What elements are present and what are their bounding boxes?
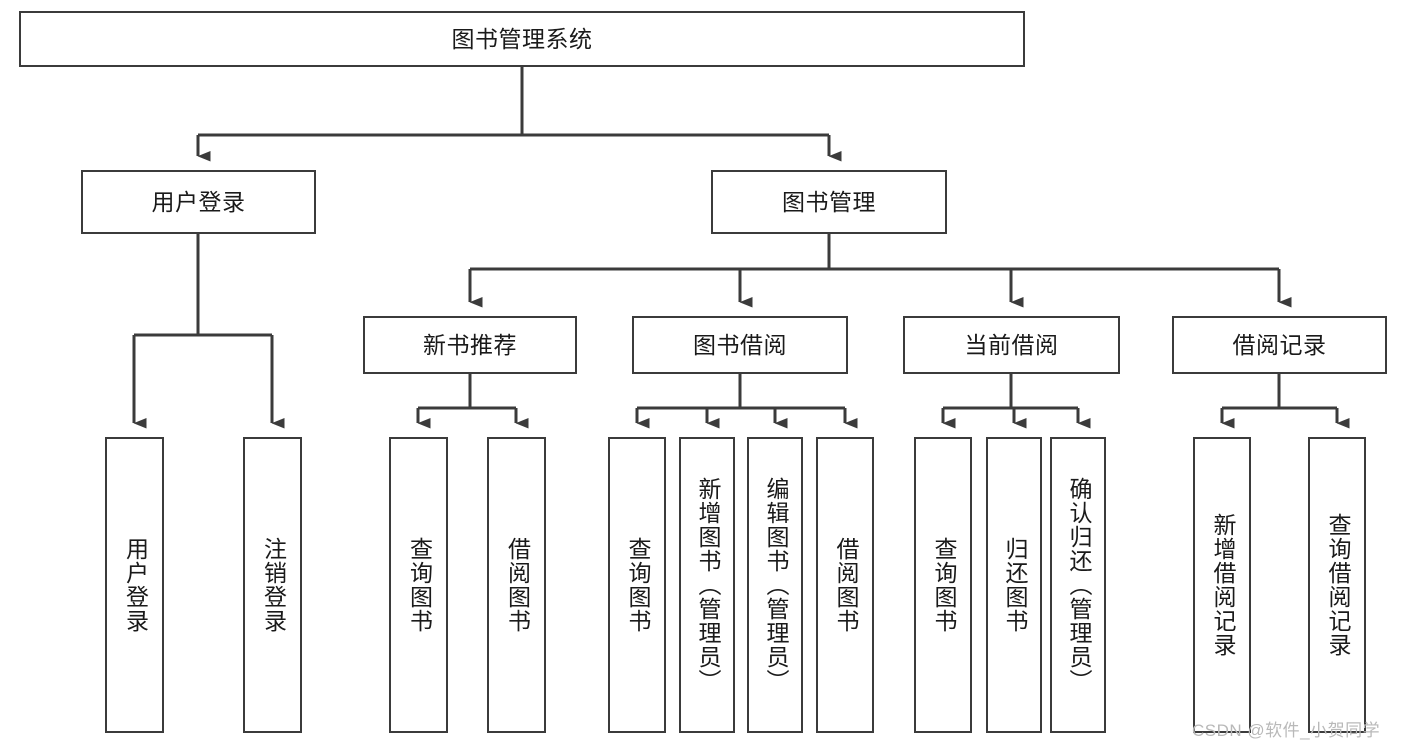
node-leaf-borrow-book-recommend[interactable]: 借阅图书 [487, 437, 546, 733]
node-leaf-user-login[interactable]: 用户登录 [105, 437, 164, 733]
node-label: 用户登录 [151, 188, 246, 215]
node-label: 归还图书 [1001, 537, 1028, 633]
node-borrow-record[interactable]: 借阅记录 [1172, 316, 1387, 374]
node-leaf-logout[interactable]: 注销登录 [243, 437, 302, 733]
node-label: 注销登录 [260, 537, 287, 633]
node-label: 图书管理系统 [451, 25, 593, 52]
node-leaf-query-borrow-record[interactable]: 查询借阅记录 [1308, 437, 1366, 733]
node-leaf-query-book-borrow[interactable]: 查询图书 [608, 437, 666, 733]
node-label: 图书借阅 [693, 331, 787, 358]
node-label: 用户登录 [122, 537, 149, 633]
node-label: 借阅图书 [832, 537, 859, 633]
node-label: 确认归还（管理员） [1065, 477, 1092, 693]
node-leaf-query-book-recommend[interactable]: 查询图书 [389, 437, 448, 733]
node-leaf-add-borrow-record[interactable]: 新增借阅记录 [1193, 437, 1251, 733]
node-label: 借阅记录 [1232, 331, 1327, 358]
node-leaf-edit-book-admin[interactable]: 编辑图书（管理员） [747, 437, 803, 733]
node-label: 编辑图书（管理员） [762, 477, 789, 693]
node-user-login[interactable]: 用户登录 [81, 170, 316, 234]
node-label: 查询图书 [930, 537, 957, 633]
node-book-borrow[interactable]: 图书借阅 [632, 316, 848, 374]
node-leaf-return-book[interactable]: 归还图书 [986, 437, 1042, 733]
node-book-management[interactable]: 图书管理 [711, 170, 947, 234]
node-root-system[interactable]: 图书管理系统 [19, 11, 1025, 67]
node-label: 借阅图书 [504, 537, 531, 633]
node-label: 新增借阅记录 [1209, 513, 1236, 657]
node-label: 查询图书 [406, 537, 433, 633]
node-label: 图书管理 [782, 188, 876, 215]
node-current-borrow[interactable]: 当前借阅 [903, 316, 1120, 374]
node-label: 新书推荐 [423, 331, 517, 358]
node-label: 新增图书（管理员） [694, 477, 721, 693]
node-new-book-recommend[interactable]: 新书推荐 [363, 316, 577, 374]
node-label: 当前借阅 [964, 331, 1059, 358]
csdn-watermark: CSDN @软件_小贺同学 [1192, 721, 1381, 740]
node-leaf-confirm-return-admin[interactable]: 确认归还（管理员） [1050, 437, 1106, 733]
node-leaf-query-book-current[interactable]: 查询图书 [914, 437, 972, 733]
node-label: 查询借阅记录 [1324, 513, 1351, 657]
node-leaf-add-book-admin[interactable]: 新增图书（管理员） [679, 437, 735, 733]
node-label: 查询图书 [624, 537, 651, 633]
node-leaf-borrow-book[interactable]: 借阅图书 [816, 437, 874, 733]
